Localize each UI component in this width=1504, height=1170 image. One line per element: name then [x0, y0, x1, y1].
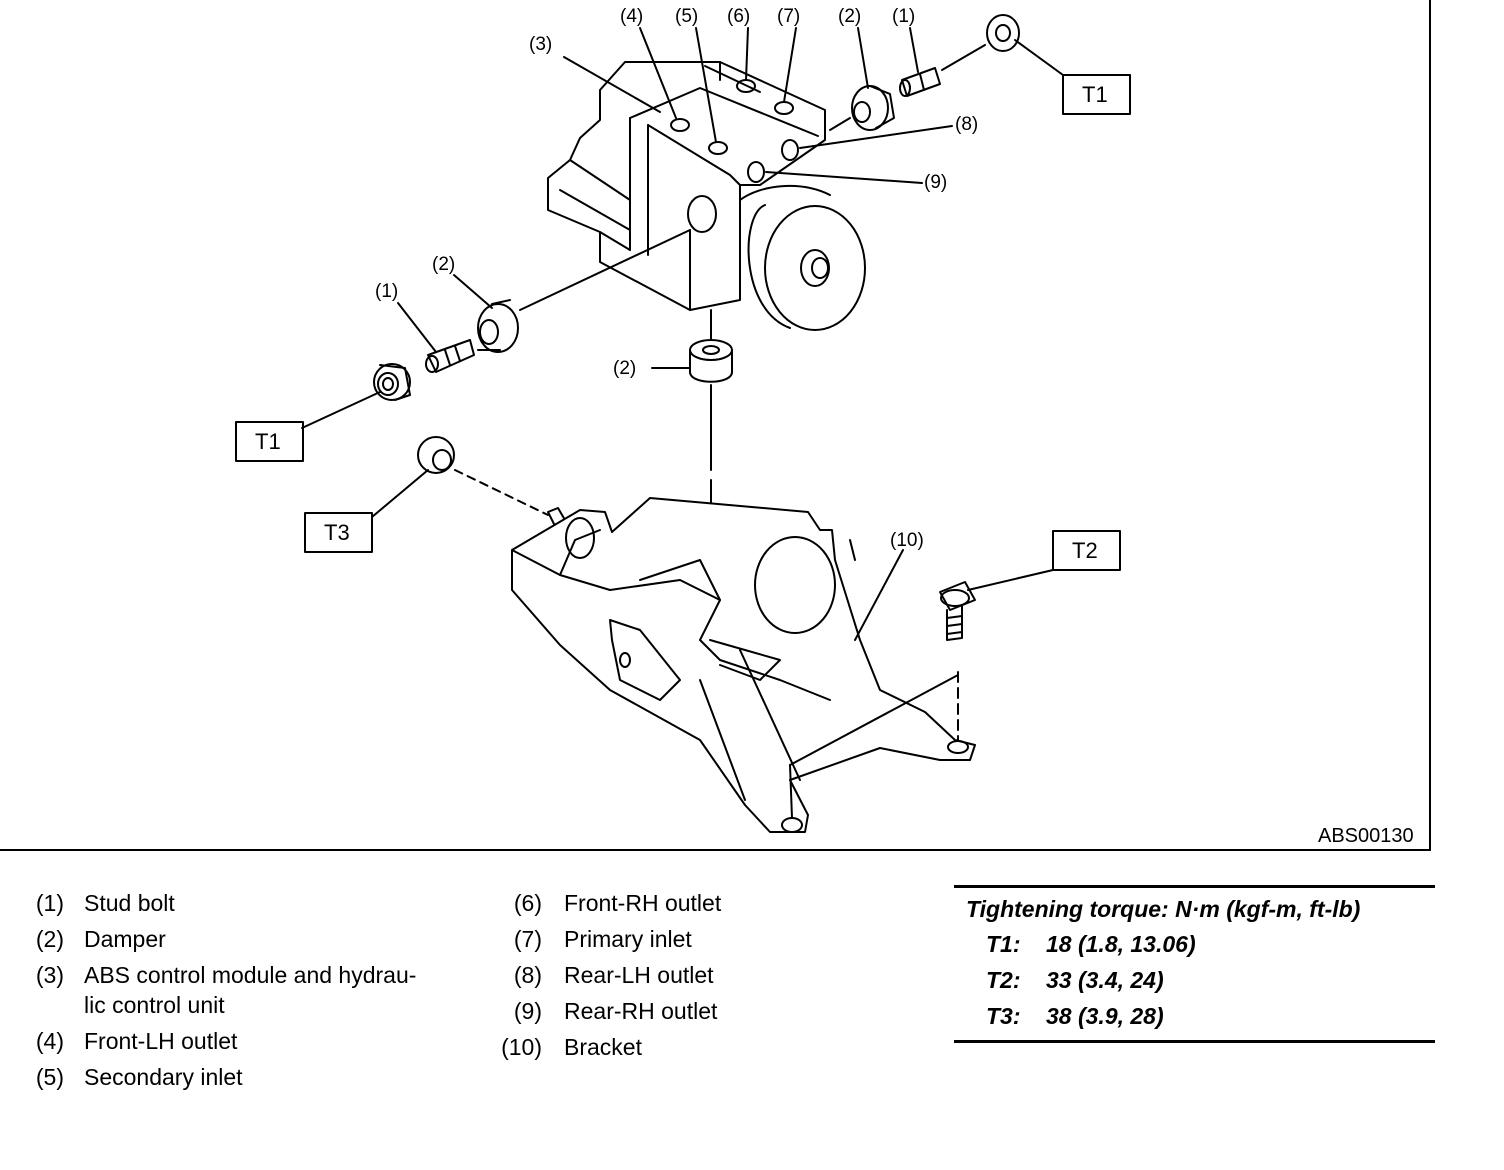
callout-9: (9)	[924, 172, 947, 193]
lower-damper	[689, 309, 733, 641]
legend-text: ABS control module and hydrau- lic contr…	[84, 962, 417, 1018]
legend-item: (3) ABS control module and hydrau- lic c…	[28, 960, 468, 1020]
legend-text: Secondary inlet	[84, 1064, 243, 1090]
callout-2-left: (2)	[432, 254, 455, 275]
left-damper-stud-nut	[373, 229, 691, 401]
callout-6: (6)	[727, 6, 750, 27]
callout-1-upper: (1)	[892, 6, 915, 27]
legend-text: Front-LH outlet	[84, 1028, 238, 1054]
legend-column-1: (1) Stud bolt (2) Damper (3) ABS control…	[28, 888, 468, 1098]
legend-number: (1)	[35, 890, 64, 916]
torque-key: T1:	[986, 931, 1021, 957]
callout-2-upper: (2)	[838, 6, 861, 27]
diagram-canvas: (4) (5) (6) (7) (2) (1) (3) (8) (9) (2) …	[0, 0, 1431, 851]
legend-text: Primary inlet	[564, 926, 692, 952]
torque-box-t2	[1052, 530, 1121, 571]
legend-item: (8) Rear-LH outlet	[494, 960, 914, 990]
callout-4: (4)	[620, 6, 643, 27]
legend-item: (2) Damper	[28, 924, 468, 954]
legend-number: (4)	[35, 1028, 64, 1054]
torque-value: 18 (1.8, 13.06)	[1046, 931, 1196, 957]
bracket-nut	[417, 436, 566, 527]
torque-label-t2: T2	[1072, 538, 1098, 563]
legend-item: (9) Rear-RH outlet	[494, 996, 914, 1026]
callout-1-left: (1)	[375, 281, 398, 302]
torque-value: 33 (3.4, 24)	[1046, 967, 1164, 993]
legend-number: (10)	[501, 1034, 542, 1060]
bracket-bolt	[939, 581, 976, 641]
legend-item: (6) Front-RH outlet	[494, 888, 914, 918]
torque-box-t3	[304, 512, 373, 553]
legend-item: (1) Stud bolt	[28, 888, 468, 918]
exploded-diagram: (4) (5) (6) (7) (2) (1) (3) (8) (9) (2) …	[0, 0, 1431, 851]
legend-text: Bracket	[564, 1034, 642, 1060]
legend-text: Stud bolt	[84, 890, 175, 916]
torque-row: T1: 18 (1.8, 13.06)	[954, 926, 1435, 962]
torque-label-t1-lower: T1	[255, 429, 281, 454]
legend-text: Rear-LH outlet	[564, 962, 714, 988]
legend-number: (7)	[513, 926, 542, 952]
legend-item: (5) Secondary inlet	[28, 1062, 468, 1092]
legend-text: Damper	[84, 926, 166, 952]
torque-key: T3:	[986, 1003, 1021, 1029]
legend-column-2: (6) Front-RH outlet (7) Primary inlet (8…	[494, 888, 914, 1068]
legend-item: (10) Bracket	[494, 1032, 914, 1062]
legend-text: Rear-RH outlet	[564, 998, 718, 1024]
torque-label-t3: T3	[324, 520, 350, 545]
torque-value: 38 (3.9, 28)	[1046, 1003, 1164, 1029]
torque-label-t1-upper: T1	[1082, 82, 1108, 107]
torque-key: T2:	[986, 967, 1021, 993]
bracket	[511, 497, 976, 833]
callout-3: (3)	[529, 34, 552, 55]
callout-2-lower: (2)	[613, 358, 636, 379]
abs-hydraulic-unit	[547, 61, 866, 331]
callout-8: (8)	[955, 114, 978, 135]
legend-number: (2)	[35, 926, 64, 952]
legend-number: (6)	[513, 890, 542, 916]
legend-number: (8)	[513, 962, 542, 988]
figure-id: ABS00130	[1318, 825, 1414, 847]
legend-number: (5)	[35, 1064, 64, 1090]
legend-number: (3)	[35, 962, 64, 988]
torque-heading: Tightening torque: N·m (kgf-m, ft-lb)	[966, 896, 1361, 922]
torque-row: T2: 33 (3.4, 24)	[954, 962, 1435, 998]
right-damper-stud-nut	[829, 14, 1020, 131]
torque-row: T3: 38 (3.9, 28)	[954, 998, 1435, 1034]
legend-number: (9)	[513, 998, 542, 1024]
callout-5: (5)	[675, 6, 698, 27]
legend-text: Front-RH outlet	[564, 890, 722, 916]
torque-box-t1-upper	[1062, 74, 1131, 115]
torque-box-t1-lower	[235, 421, 304, 462]
legend-item: (4) Front-LH outlet	[28, 1026, 468, 1056]
legend-item: (7) Primary inlet	[494, 924, 914, 954]
callout-10: (10)	[890, 530, 924, 551]
torque-table: Tightening torque: N·m (kgf-m, ft-lb) T1…	[954, 885, 1435, 1043]
callout-7: (7)	[777, 6, 800, 27]
